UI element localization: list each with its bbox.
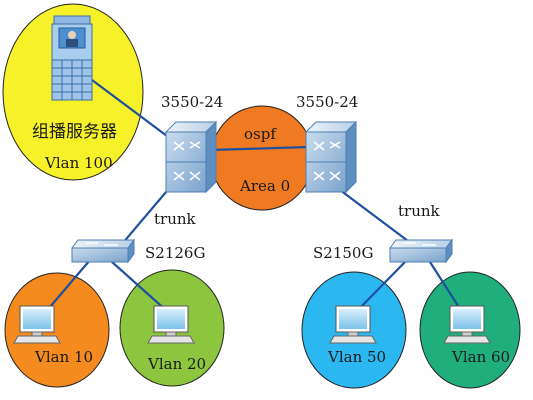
vlan50-label: Vlan 50 (328, 348, 387, 366)
access-switch-left-label: S2126G (145, 244, 206, 262)
ospf-label: ospf (244, 125, 276, 143)
vlan10-zone (4, 272, 110, 388)
link-core-left-access-left (121, 184, 173, 245)
server-zone-label: 组播服务器 (32, 122, 117, 142)
trunk-left-label: trunk (154, 210, 196, 228)
access-switch-left-icon (71, 238, 135, 264)
link-access-left-pc20 (111, 261, 169, 313)
server-icon (51, 15, 93, 101)
link-core-left-core-right (209, 145, 311, 152)
pc-vlan20-icon (147, 305, 195, 344)
links (43, 79, 463, 315)
trunk-right-label: trunk (398, 202, 440, 220)
pc-vlan50-icon (329, 305, 377, 344)
pc-vlan60-icon (443, 305, 491, 344)
vlan20-label: Vlan 20 (148, 355, 207, 373)
link-access-left-pc10 (43, 259, 91, 315)
pc-vlan10-icon (13, 305, 61, 344)
access-switch-right-icon (389, 238, 453, 264)
link-access-right-pc60 (429, 261, 463, 313)
vlan60-label: Vlan 60 (452, 348, 511, 366)
server-vlan-label: Vlan 100 (45, 154, 113, 172)
link-core-right-access-right (339, 189, 409, 242)
access-switch-right-label: S2150G (313, 244, 374, 262)
area-label: Area 0 (240, 177, 291, 195)
core-switch-right-label: 3550-24 (296, 93, 359, 111)
core-switch-right-icon (304, 120, 358, 194)
core-switch-left-icon (164, 120, 218, 194)
link-access-right-pc50 (355, 261, 406, 313)
link-server-core-left (91, 79, 176, 143)
vlan10-label: Vlan 10 (35, 348, 94, 366)
core-switch-left-label: 3550-24 (161, 93, 224, 111)
